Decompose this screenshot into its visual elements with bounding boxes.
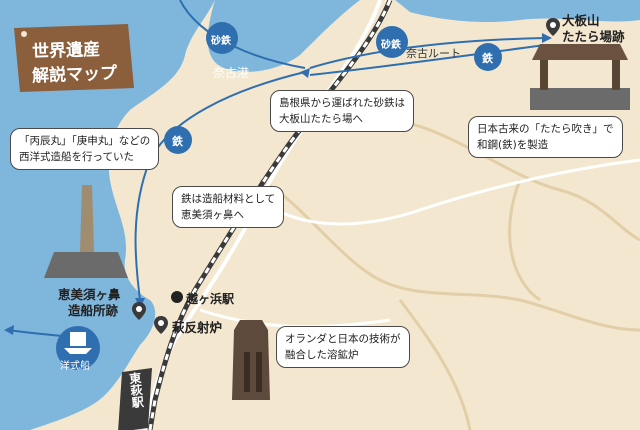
iron-badge xyxy=(474,43,502,71)
iron-label: 鉄 xyxy=(482,52,493,65)
tatara-building-illustration xyxy=(530,44,630,110)
map-title-line1: 世界遺産 xyxy=(31,39,101,63)
nago-route-label: 奈古ルート xyxy=(406,47,461,60)
title-plate xyxy=(14,24,134,92)
oita-label-line2: たたら場跡 xyxy=(562,29,625,44)
callout-tatara: 日本古来の「たたら吹き」で 和鋼(鉄)を製造 xyxy=(468,116,623,158)
oita-label-line1: 大板山 xyxy=(562,13,600,28)
ship-hull xyxy=(64,348,92,354)
title-hole xyxy=(21,31,27,37)
sand-iron-label: 砂鉄 xyxy=(211,36,231,47)
road xyxy=(199,308,391,329)
sea-bay xyxy=(207,0,360,72)
route-arrow xyxy=(300,68,310,78)
western-ship-label: 洋式船 xyxy=(60,361,90,372)
callout-western-ships: 「丙辰丸」「庚申丸」などの 西洋式造船を行っていた xyxy=(10,128,160,170)
monument-illustration xyxy=(44,185,128,278)
sand-iron-badge xyxy=(206,22,238,54)
oita-pin-icon[interactable] xyxy=(546,18,560,36)
map-title-line2: 解説マップ xyxy=(31,63,118,87)
koshigahama-station-label: 越ヶ浜駅 xyxy=(186,292,235,306)
sea-area xyxy=(0,0,215,430)
higashi-hagi-station-label: 東萩駅 xyxy=(127,371,145,409)
iron-route xyxy=(309,44,546,76)
higashi-hagi-station-badge xyxy=(118,368,152,430)
railway-ties xyxy=(148,0,392,430)
sand-iron-badge xyxy=(376,26,408,58)
ship-sail xyxy=(70,332,86,346)
iron-label: 鉄 xyxy=(172,135,183,148)
sand-iron-label: 砂鉄 xyxy=(381,40,401,51)
region-border xyxy=(508,179,541,302)
ebisugahana-label-line2: 造船所跡 xyxy=(68,303,119,318)
ebisugahana-label-line1: 恵美須ヶ鼻 xyxy=(58,287,121,302)
region-border xyxy=(398,299,472,430)
callout-smelting-furnace: オランダと日本の技術が 融合した溶鉱炉 xyxy=(276,326,410,368)
koshigahama-station-marker xyxy=(171,291,183,303)
furnace-illustration xyxy=(232,320,270,400)
reverberatory-pin-icon[interactable] xyxy=(154,316,168,334)
callout-sand-iron-transport: 島根県から運ばれた砂鉄は 大板山たたら場へ xyxy=(270,90,414,132)
region-border xyxy=(259,178,640,332)
route-arrow xyxy=(4,325,14,335)
ebisugahana-pin-icon[interactable] xyxy=(132,302,146,320)
reverberatory-label: 萩反射炉 xyxy=(172,320,223,335)
sand-iron-route xyxy=(309,37,546,69)
road xyxy=(259,158,640,226)
nago-port-label: 奈古港 xyxy=(213,66,250,80)
iron-badge xyxy=(164,126,192,154)
callout-iron-shipbuilding: 鉄は造船材料として 恵美須ヶ鼻へ xyxy=(172,186,285,228)
sea-north xyxy=(395,0,640,23)
route-arrow xyxy=(542,33,552,43)
